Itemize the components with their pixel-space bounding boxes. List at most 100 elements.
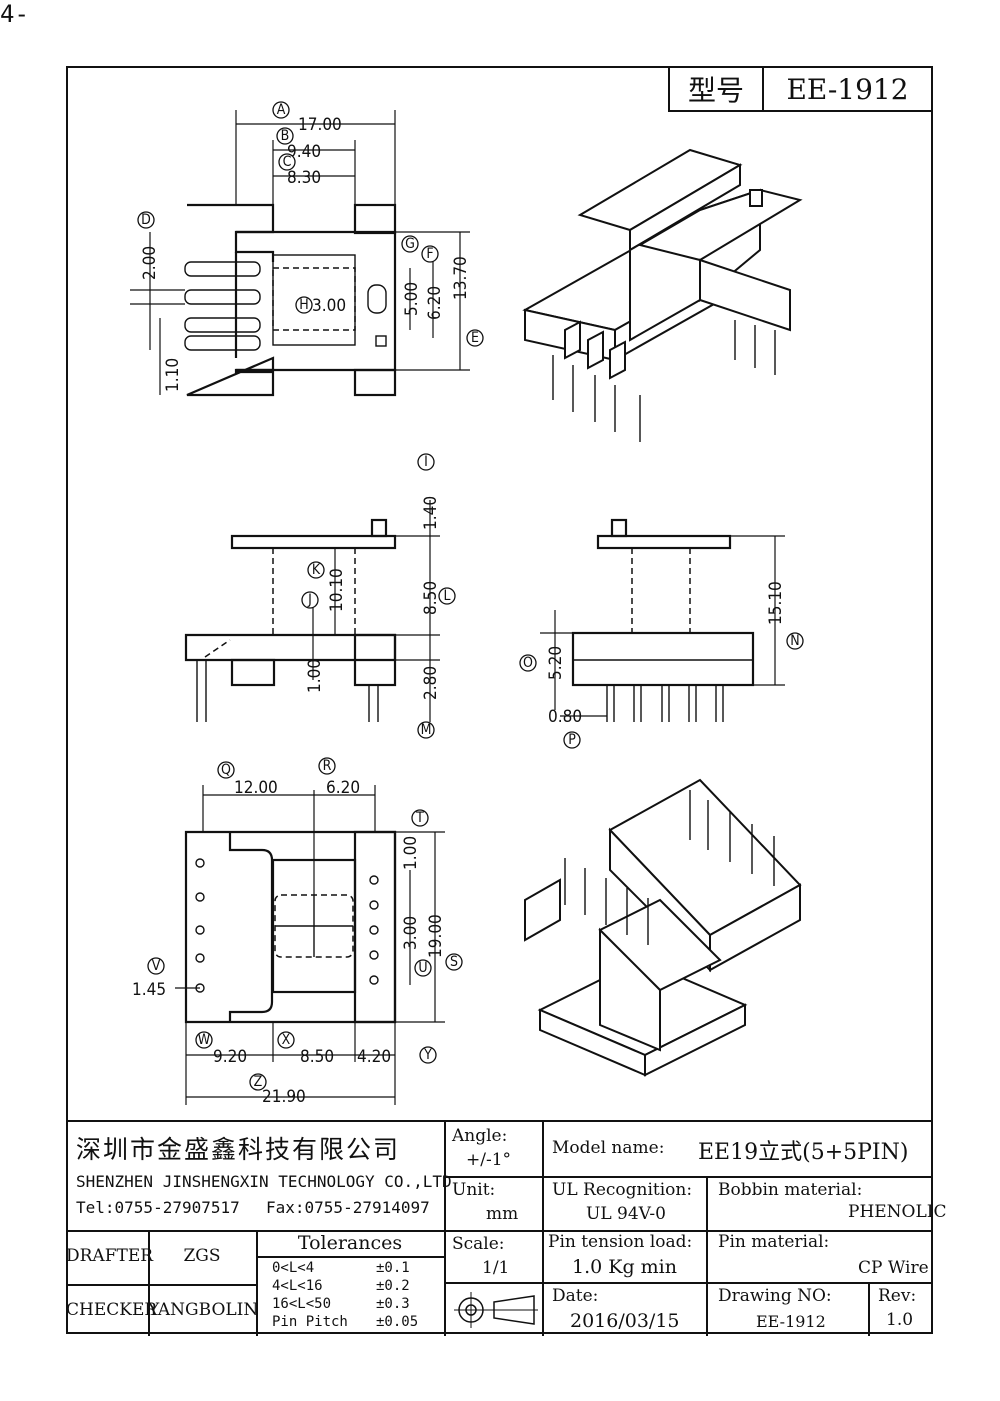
callout-m: M (421, 722, 432, 738)
tol-range-1: 0<L<4 (272, 1260, 315, 1276)
title-block: 深圳市金盛鑫科技有限公司 SHENZHEN JINSHENGXIN TECHNO… (66, 1120, 947, 1336)
drawing-frame (66, 66, 933, 1334)
callout-g: G (405, 236, 415, 252)
dim-e: 13.70 (451, 256, 471, 300)
drawing-no-label: Drawing NO: (718, 1286, 832, 1306)
angle-value: +/-1° (466, 1150, 512, 1170)
tol-value-4: ±0.05 (376, 1314, 419, 1330)
callout-v: V (152, 958, 161, 974)
callout-b: B (281, 128, 290, 144)
tol-range-2: 4<L<16 (272, 1278, 323, 1294)
unit-label: Unit: (452, 1180, 496, 1200)
company-name-cn: 深圳市金盛鑫科技有限公司 (76, 1135, 401, 1164)
callout-l: L (443, 588, 450, 604)
dim-q: 12.00 (234, 778, 278, 798)
top-view: 17.00 9.40 8.30 13.70 6.20 5.00 3.00 2.0… (130, 110, 471, 397)
model-header: 型号 EE-1912 (668, 66, 933, 112)
callout-labels: A B C D E F G H I J K L M N O P Q R S T … (137, 101, 804, 1091)
dim-w: 9.20 (213, 1047, 247, 1067)
callout-e: E (471, 330, 479, 346)
dim-s: 19.00 (426, 914, 446, 958)
isometric-view-bottom (524, 778, 802, 1077)
callout-j: J (307, 592, 312, 608)
callout-s: S (450, 954, 458, 970)
dim-l: 8.50 (421, 581, 441, 615)
callout-f: F (426, 246, 433, 262)
tol-range-3: 16<L<50 (272, 1296, 332, 1312)
date-value: 2016/03/15 (570, 1310, 680, 1332)
tol-value-2: ±0.2 (376, 1278, 410, 1294)
ul-label: UL Recognition: (552, 1180, 693, 1200)
dim-k: 10.10 (327, 568, 347, 612)
model-value: EE-1912 (786, 72, 909, 106)
dim-z: 21.90 (262, 1087, 306, 1107)
dim-j: 1.00 (305, 659, 325, 693)
dim-o: 5.20 (546, 646, 566, 680)
callout-z: Z (254, 1074, 263, 1090)
dim-t: 1.00 (401, 836, 421, 870)
callout-o: O (523, 655, 533, 671)
callout-a: A (277, 102, 286, 118)
dim-d: 2.00 (140, 246, 160, 280)
bottom-view: 12.00 6.20 19.00 1.00 3.00 9.20 8.50 4.2… (132, 778, 446, 1107)
dim-m: 2.80 (421, 666, 441, 700)
unit-value: mm (486, 1204, 519, 1224)
tol-range-4: Pin Pitch (272, 1314, 348, 1330)
dim-u: 3.00 (401, 916, 421, 950)
callout-i: I (424, 454, 428, 470)
dim-x: 8.50 (300, 1047, 334, 1067)
dim-d2: 1.10 (163, 358, 183, 392)
dim-r: 6.20 (326, 778, 360, 798)
dim-b: 9.40 (287, 142, 321, 162)
bobbin-material-value: PHENOLIC (848, 1202, 947, 1222)
dim-g: 5.00 (402, 282, 422, 316)
isometric-view-top (522, 148, 803, 442)
callout-d: D (141, 212, 151, 228)
pin-material-value: CP Wire (858, 1258, 929, 1278)
rev-value: 1.0 (886, 1310, 914, 1330)
drafter-label: DRAFTER (66, 1246, 154, 1266)
dim-p: 0.80 (548, 707, 582, 727)
dim-n: 15.10 (766, 581, 786, 625)
side-view: 1.40 8.50 2.80 10.10 1.00 (184, 496, 441, 722)
angle-label: Angle: (452, 1126, 508, 1146)
dim-y: 4.20 (357, 1047, 391, 1067)
dim-c: 8.30 (287, 168, 321, 188)
page-number: 4- (0, 0, 29, 28)
company-name-en: SHENZHEN JINSHENGXIN TECHNOLOGY CO.,LTD (76, 1172, 452, 1191)
front-view: 15.10 5.20 0.80 (540, 518, 786, 727)
dim-i: 1.40 (421, 496, 441, 530)
model-name-label: Model name: (552, 1138, 665, 1158)
tol-value-3: ±0.3 (376, 1296, 410, 1312)
rev-label: Rev: (878, 1286, 917, 1306)
pin-material-label: Pin material: (718, 1232, 830, 1252)
model-label: 型号 (670, 68, 764, 110)
bobbin-material-label: Bobbin material: (718, 1180, 863, 1200)
callout-t: T (415, 810, 424, 826)
drawing-no-value: EE-1912 (756, 1312, 826, 1331)
dim-a: 17.00 (298, 115, 342, 135)
callout-w: W (198, 1032, 211, 1048)
scale-value: 1/1 (482, 1258, 510, 1278)
tolerances-title: Tolerances (297, 1232, 403, 1254)
callout-y: Y (423, 1047, 432, 1063)
callout-c: C (283, 154, 292, 170)
checker-value: YANGBOLIN (148, 1300, 259, 1320)
ul-value: UL 94V-0 (586, 1204, 666, 1224)
dim-h: 3.00 (312, 296, 346, 316)
tol-value-1: ±0.1 (376, 1260, 410, 1276)
callout-k: K (312, 562, 321, 578)
dim-f: 6.20 (425, 286, 445, 320)
pin-tension-label: Pin tension load: (548, 1232, 693, 1252)
callout-n: N (790, 633, 799, 649)
callout-u: U (418, 960, 427, 976)
callout-p: P (568, 732, 576, 748)
pin-tension-value: 1.0 Kg min (572, 1256, 677, 1278)
scale-label: Scale: (452, 1234, 505, 1254)
model-name-value: EE19立式(5+5PIN) (698, 1140, 909, 1165)
callout-q: Q (221, 762, 231, 778)
callout-x: X (282, 1032, 291, 1048)
checker-label: CHECKER (66, 1300, 158, 1320)
company-tel: Tel:0755-27907517 (76, 1198, 240, 1217)
